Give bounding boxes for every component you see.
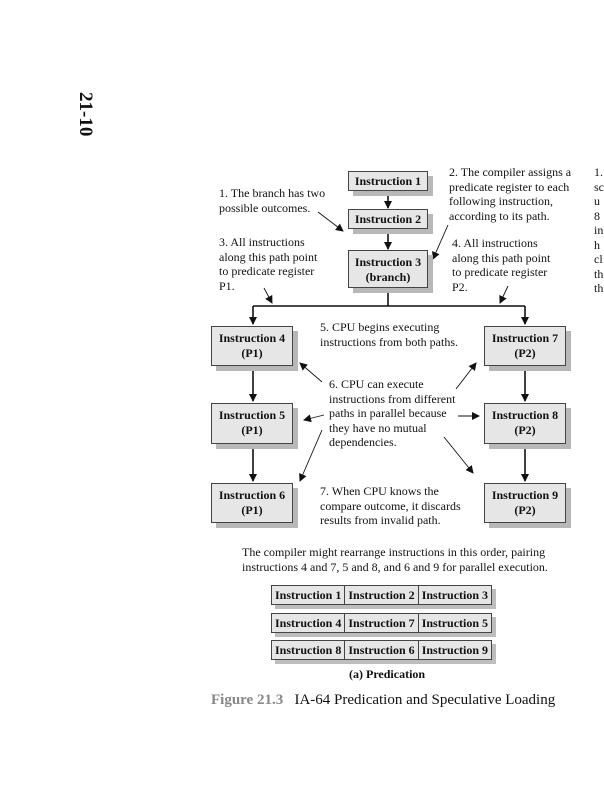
instruction-1-label: Instruction 1 (354, 174, 422, 188)
instruction-3-box: Instruction 3 (branch) (348, 250, 428, 288)
pointer-n3 (263, 287, 273, 304)
pointer-n6-i5 (303, 414, 325, 423)
reorder-cell: Instruction 9 (417, 640, 493, 660)
reorder-row-3: Instruction 8 Instruction 6 Instruction … (270, 640, 493, 660)
instruction-4-label: Instruction 4 (218, 331, 286, 345)
pointer-n6-i4 (299, 362, 323, 383)
instruction-9-label: Instruction 9 (491, 488, 559, 502)
figure-title: IA-64 Predication and Speculative Loadin… (294, 692, 556, 708)
instruction-2-label: Instruction 2 (354, 212, 422, 226)
reorder-cell: Instruction 3 (417, 585, 493, 605)
instruction-4-predicate: (P1) (241, 346, 263, 360)
instruction-1-box: Instruction 1 (348, 171, 428, 191)
instruction-6-box: Instruction 6 (P1) (211, 483, 293, 523)
instruction-8-label: Instruction 8 (491, 408, 559, 422)
reorder-row-2: Instruction 4 Instruction 7 Instruction … (270, 613, 493, 633)
reorder-cell: Instruction 2 (344, 585, 419, 605)
pointer-n6-i7 (455, 362, 477, 390)
figure-caption: Figure 21.3 IA-64 Predication and Specul… (211, 692, 555, 709)
reorder-cell: Instruction 7 (344, 613, 419, 633)
instruction-8-box: Instruction 8 (P2) (484, 403, 566, 444)
instruction-3-label: Instruction 3 (354, 255, 422, 269)
figure-number: Figure 21.3 (211, 692, 284, 708)
pointer-n6-i6 (299, 429, 323, 482)
reorder-cell: Instruction 6 (344, 640, 419, 660)
instruction-4-box: Instruction 4 (P1) (211, 326, 293, 366)
instruction-9-predicate: (P2) (514, 503, 536, 517)
pointer-n6-i9 (443, 436, 474, 474)
instruction-6-label: Instruction 6 (218, 488, 286, 502)
instruction-7-predicate: (P2) (514, 346, 536, 360)
reorder-cell: Instruction 8 (270, 640, 346, 660)
instruction-2-box: Instruction 2 (348, 209, 428, 229)
instruction-6-predicate: (P1) (241, 503, 263, 517)
instruction-8-predicate: (P2) (514, 423, 536, 437)
instruction-5-label: Instruction 5 (218, 408, 286, 422)
reorder-cell: Instruction 5 (417, 613, 493, 633)
reorder-row-1: Instruction 1 Instruction 2 Instruction … (270, 585, 493, 605)
instruction-7-label: Instruction 7 (491, 331, 559, 345)
instruction-9-box: Instruction 9 (P2) (484, 483, 566, 523)
pointer-n1 (317, 211, 344, 232)
subfigure-caption: (a) Predication (349, 667, 426, 681)
reorder-caption: The compiler might rearrange instruction… (242, 545, 548, 574)
pointer-n4 (499, 285, 509, 304)
reorder-cell: Instruction 1 (270, 585, 346, 605)
instruction-5-predicate: (P1) (241, 423, 263, 437)
reorder-cell: Instruction 4 (270, 613, 346, 633)
instruction-5-box: Instruction 5 (P1) (211, 403, 293, 444)
pointer-n2 (432, 224, 449, 260)
instruction-7-box: Instruction 7 (P2) (484, 326, 566, 366)
instruction-3-sub: (branch) (365, 270, 411, 284)
